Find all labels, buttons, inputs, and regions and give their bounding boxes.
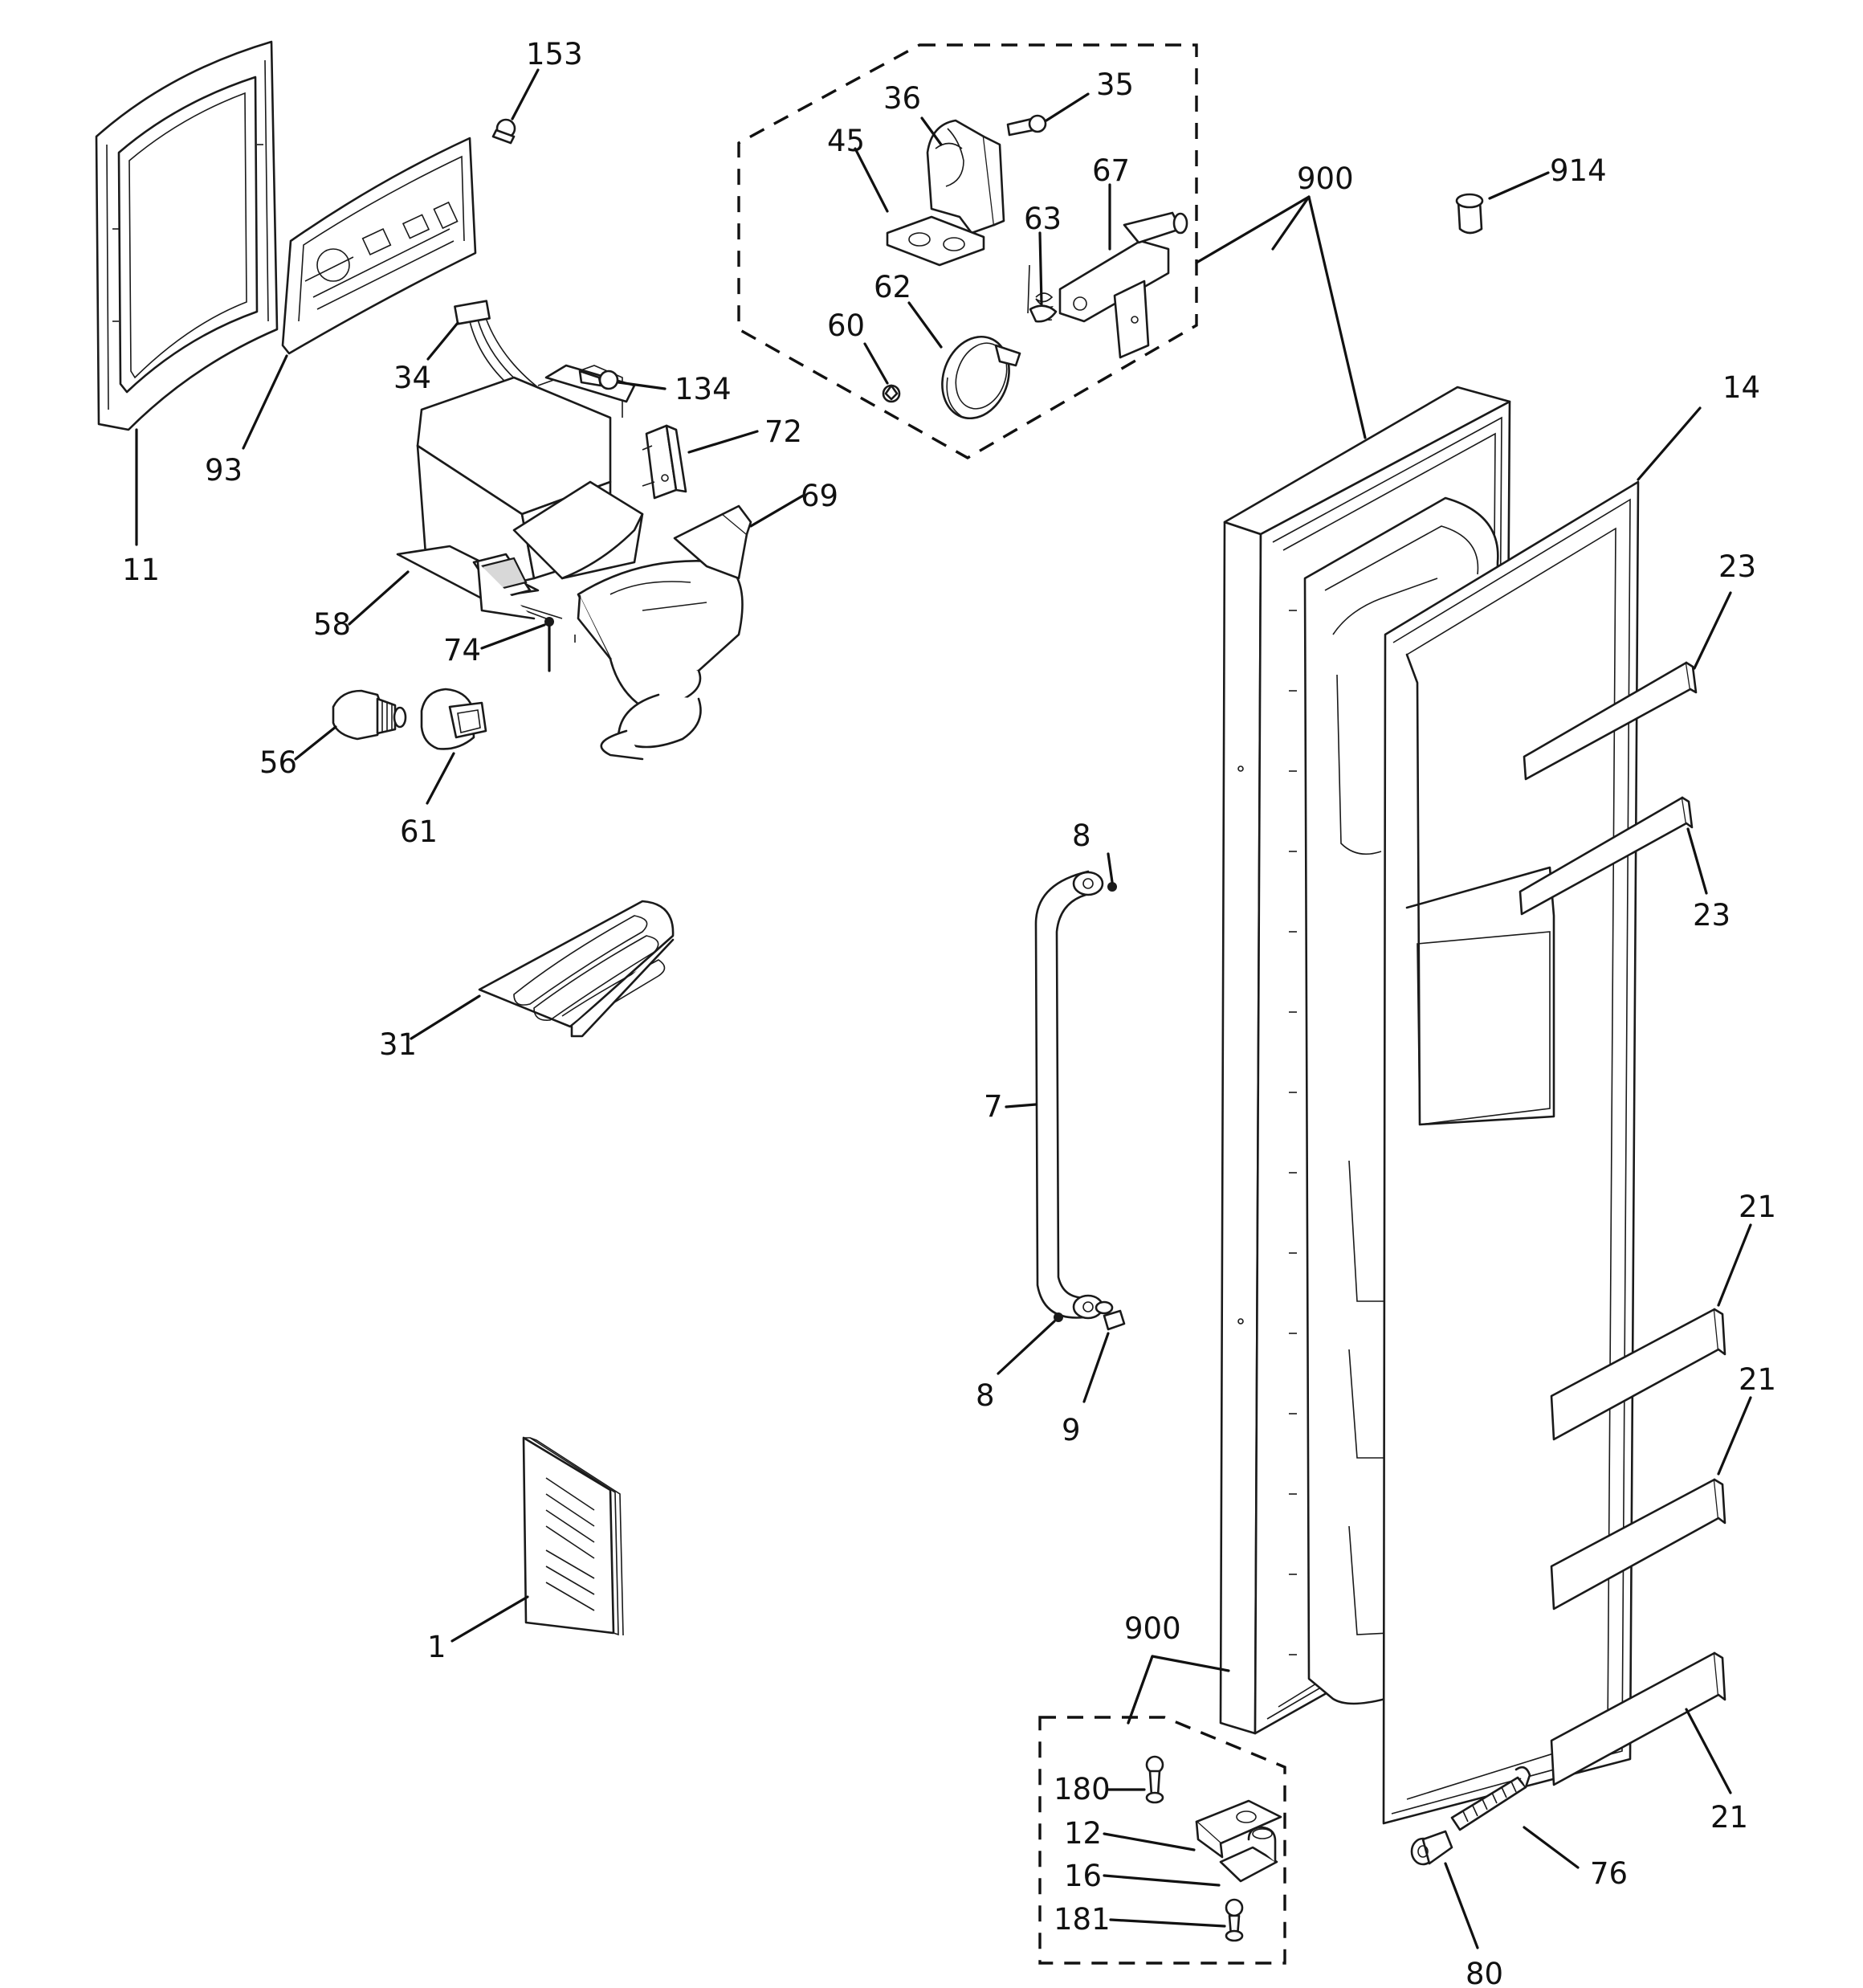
callout-153: 153 [526,37,583,71]
part-153-screw [491,118,516,145]
callout-181: 181 [1054,1902,1111,1937]
callout-23-upper: 23 [1718,549,1756,584]
part-9-fastener [1095,1300,1126,1331]
callout-14: 14 [1722,370,1760,405]
callout-134: 134 [675,372,732,406]
part-21-bin-trim-1 [1550,1308,1726,1441]
callout-61: 61 [400,814,438,849]
callout-45: 45 [827,124,865,158]
part-62-knob [941,335,1021,420]
part-93-control-board [281,137,477,355]
callout-900-top: 900 [1297,161,1354,196]
part-181-screw [1225,1898,1244,1942]
part-21-bin-trim-3 [1550,1651,1726,1786]
part-134-screw [578,369,619,390]
callout-16: 16 [1064,1859,1102,1893]
callout-60: 60 [827,308,865,343]
part-7-handle [1034,870,1104,1320]
callout-62: 62 [874,270,911,304]
part-14-door-liner [1382,480,1640,1825]
callout-69: 69 [801,479,838,513]
callout-8-top: 8 [1072,818,1091,853]
part-63-spring [1027,264,1058,323]
callout-34: 34 [393,361,431,395]
part-45-bracket [886,215,985,267]
part-36-solenoid [926,119,1005,235]
callout-31: 31 [379,1027,417,1062]
part-58-housing [396,364,644,620]
leader-lines [135,68,1752,1949]
callout-74: 74 [443,633,481,667]
part-11-dispenser-frame [95,40,279,431]
callout-35: 35 [1096,67,1134,102]
callout-93: 93 [205,453,243,488]
part-56-light-bulb [332,689,407,741]
part-67-lever [1058,211,1188,359]
callout-914: 914 [1550,153,1607,188]
callout-7: 7 [984,1089,1003,1124]
callout-labels: 153 11 93 34 134 72 69 58 74 56 61 31 1 … [122,37,1776,1988]
part-35-screw [1006,114,1047,137]
part-72-switch [642,424,687,500]
part-23-trim-lower [1519,796,1694,916]
part-8-screw-top [1107,882,1117,892]
part-80-bushing [1410,1830,1453,1866]
callout-58: 58 [313,607,351,642]
part-12-hinge [1195,1799,1282,1859]
callout-11: 11 [122,553,160,587]
part-76-spring [1450,1766,1531,1831]
callout-21-3: 21 [1710,1800,1748,1835]
callout-9: 9 [1062,1413,1081,1447]
part-21-bin-trim-2 [1550,1478,1726,1610]
group-outline-actuator [737,43,1198,459]
callout-12: 12 [1064,1816,1102,1851]
part-69-ice-chute [577,504,752,761]
callout-36: 36 [883,81,921,116]
callout-23-lower: 23 [1693,898,1731,933]
callout-1: 1 [427,1630,446,1664]
part-31-drip-tray [478,900,675,1038]
callout-900-bottom: 900 [1124,1611,1181,1646]
callout-8-bottom: 8 [976,1378,995,1413]
part-1-manual [522,1436,624,1636]
part-74-pin [544,617,576,672]
part-16-hinge-bushing [1219,1826,1278,1883]
part-8-screw-bottom [1054,1312,1063,1322]
callout-67: 67 [1092,153,1130,188]
callout-63: 63 [1024,202,1062,236]
part-914-cap [1455,193,1484,235]
part-180-screw [1145,1755,1164,1804]
callout-180: 180 [1054,1772,1111,1806]
callout-76: 76 [1590,1856,1628,1891]
part-61-socket [420,688,487,750]
callout-72: 72 [764,414,802,449]
callout-21-2: 21 [1739,1362,1776,1397]
callout-21-1: 21 [1739,1190,1776,1224]
part-60-screw [882,384,901,403]
part-23-trim-upper [1523,661,1698,781]
callout-56: 56 [259,745,297,780]
callout-80: 80 [1466,1957,1503,1988]
